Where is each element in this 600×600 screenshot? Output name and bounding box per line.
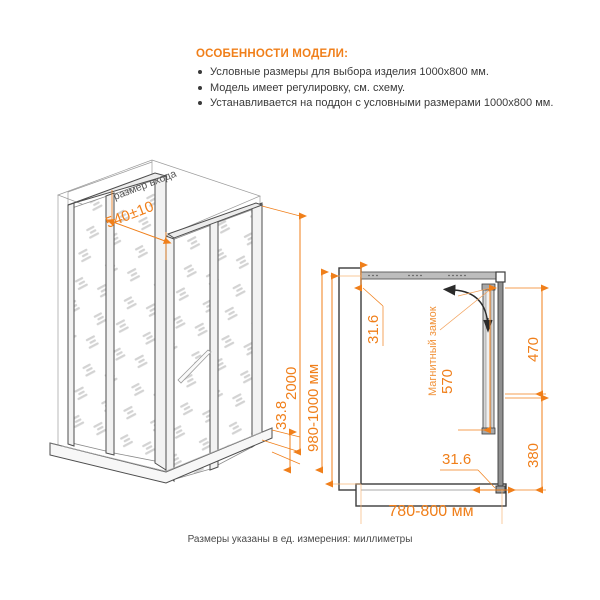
plan-top-rail: [360, 271, 503, 280]
dimension-width: 780-800 мм: [360, 484, 503, 524]
glass-panel-left: [71, 177, 161, 463]
plan-extension-lines: [325, 272, 361, 488]
features-block: ОСОБЕННОСТИ МОДЕЛИ: Условные размеры для…: [196, 48, 566, 112]
plan-door-leaf: [481, 283, 496, 435]
door-handle: [177, 349, 212, 384]
feature-text: Условные размеры для выбора изделия 1000…: [210, 66, 489, 78]
dimension-bottom-thickness: 31.6: [440, 451, 516, 494]
dimension-470: 470: [505, 284, 549, 398]
dimension-380: 380: [505, 394, 549, 494]
cabin-outline: [57, 159, 261, 474]
glass-panel-right: [171, 208, 255, 481]
feature-text: Модель имеет регулировку, см. схему.: [210, 81, 406, 94]
door-offset-value: 570: [439, 369, 456, 394]
dimension-570: 570: [439, 284, 497, 434]
swing-arrow-icon: [442, 284, 493, 333]
list-item: Устанавливается на поддон с условными ра…: [196, 96, 566, 111]
top-thickness-value: 31.6: [365, 315, 382, 344]
height-small-value: 33.8: [273, 401, 290, 430]
door-width-value: 470: [525, 337, 542, 362]
plan-interior: [361, 275, 503, 491]
dimension-heights: 33.8 2000 980-1000 мм: [261, 205, 329, 474]
entrance-value: 540±10: [103, 198, 156, 232]
plan-bottom-wall: [355, 483, 507, 507]
bullet-icon: [198, 70, 202, 74]
top-rail: [67, 172, 264, 239]
bullet-icon: [198, 101, 202, 105]
features-title: ОСОБЕННОСТИ МОДЕЛИ:: [196, 48, 349, 60]
plan-left-wall: [338, 267, 362, 491]
plan-width-value: 780-800 мм: [388, 503, 473, 520]
bullet-icon: [198, 85, 202, 90]
plan-right-profile: [495, 271, 506, 494]
list-item: Модель имеет регулировку, см. схему.: [196, 81, 566, 96]
features-list: Условные размеры для выбора изделия 1000…: [196, 65, 566, 111]
isometric-view: 540±10 размер входа 33.8 2000 980-1000 м…: [49, 159, 329, 484]
magnetic-lock-callout: Магнитный замок: [427, 287, 493, 396]
dimension-top-thickness: 31.6: [354, 261, 384, 346]
height-total-value: 980-1000 мм: [305, 364, 322, 452]
bottom-thickness-value: 31.6: [442, 451, 471, 468]
lock-label: Магнитный замок: [427, 306, 439, 396]
entrance-label: размер входа: [112, 168, 179, 203]
frame-profiles: [67, 174, 263, 483]
units-caption: Размеры указаны в ед. измерения: миллиме…: [187, 534, 413, 545]
base-tray: [49, 427, 273, 484]
list-item: Условные размеры для выбора изделия 1000…: [196, 65, 566, 80]
plan-view: Магнитный замок 31.6 570: [325, 261, 549, 524]
feature-text: Устанавливается на поддон с условными ра…: [210, 97, 554, 109]
dimension-entrance: 540±10 размер входа: [103, 168, 178, 260]
bottom-segment-value: 380: [525, 443, 542, 468]
height-main-value: 2000: [283, 367, 300, 400]
